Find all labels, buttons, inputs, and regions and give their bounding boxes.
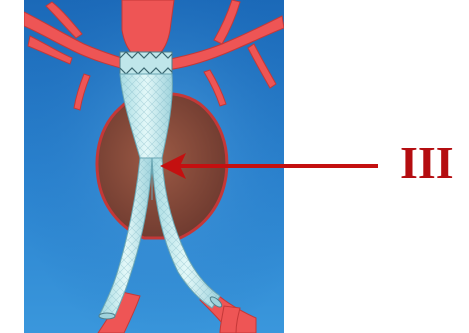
stage-label: III <box>400 140 454 186</box>
